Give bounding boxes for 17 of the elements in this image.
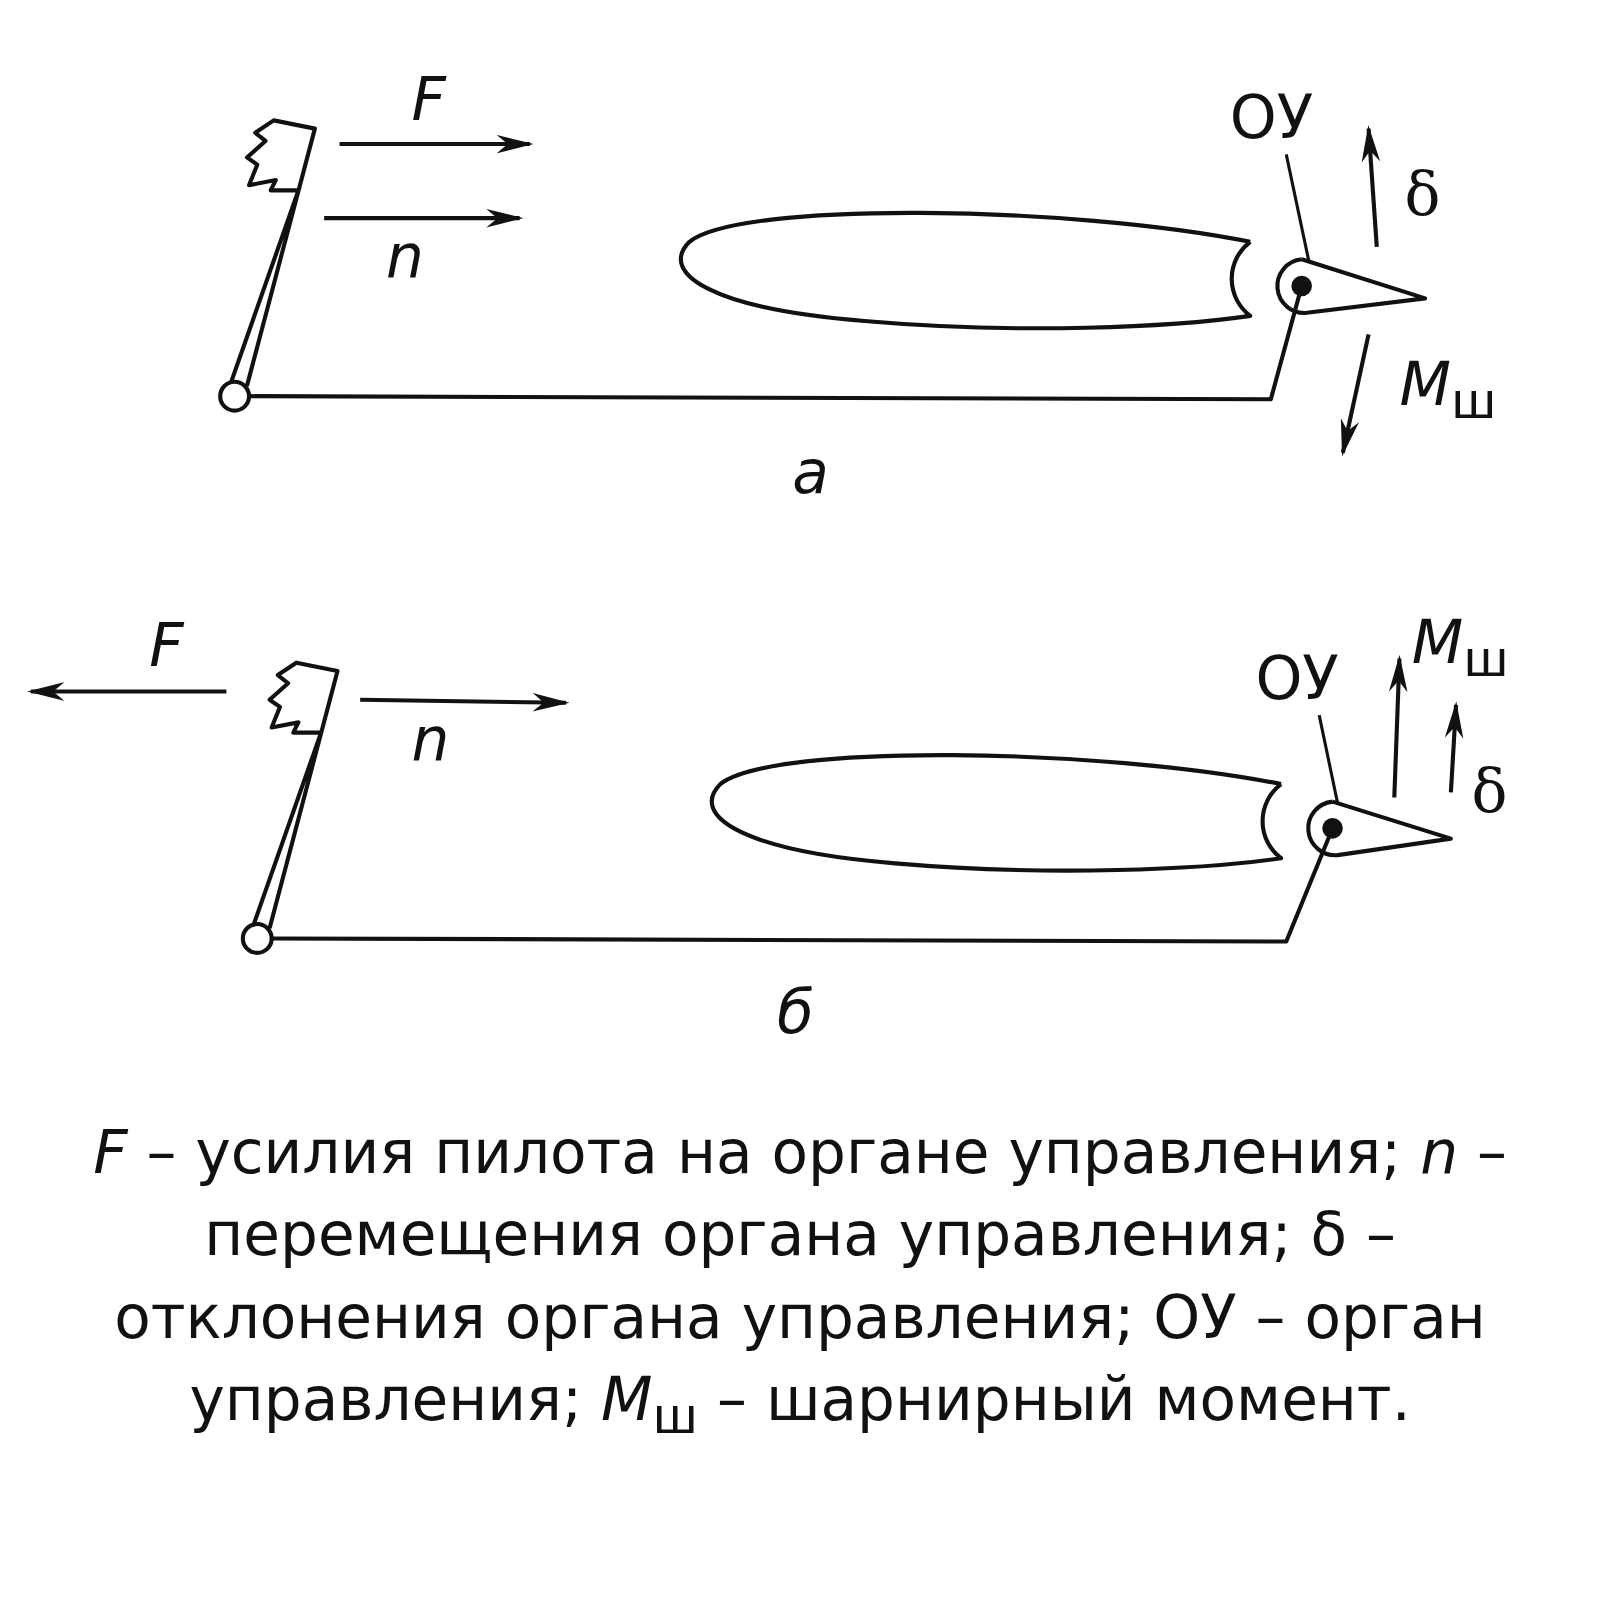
moment-label: M$_{ш}$: [1399, 355, 1497, 426]
displacement-label: n: [411, 710, 450, 770]
control-surface-drawing: [1306, 799, 1453, 858]
moment-label: M$_{ш}$: [1411, 612, 1509, 684]
leader-line: [1317, 714, 1340, 804]
force-label: F: [149, 615, 184, 675]
displacement-label: n: [385, 226, 424, 287]
part-label: ОУ: [1255, 648, 1339, 708]
panel-label: б: [776, 982, 814, 1043]
caption: F – усилия пилота на органе управления; n – перемещения органа управления; δ – отклонения органа управления; ОУ – орган управления; M$_{ш}$ – шарнирный момент.: [92, 1116, 1508, 1447]
angle-label: δ: [1471, 761, 1508, 822]
force-label: F: [411, 69, 446, 130]
angle-label: δ: [1404, 164, 1441, 225]
panel-label: а: [792, 442, 829, 503]
leader-line: [1284, 154, 1311, 262]
part-label: ОУ: [1229, 87, 1313, 148]
control-surface-drawing: [1275, 257, 1428, 315]
